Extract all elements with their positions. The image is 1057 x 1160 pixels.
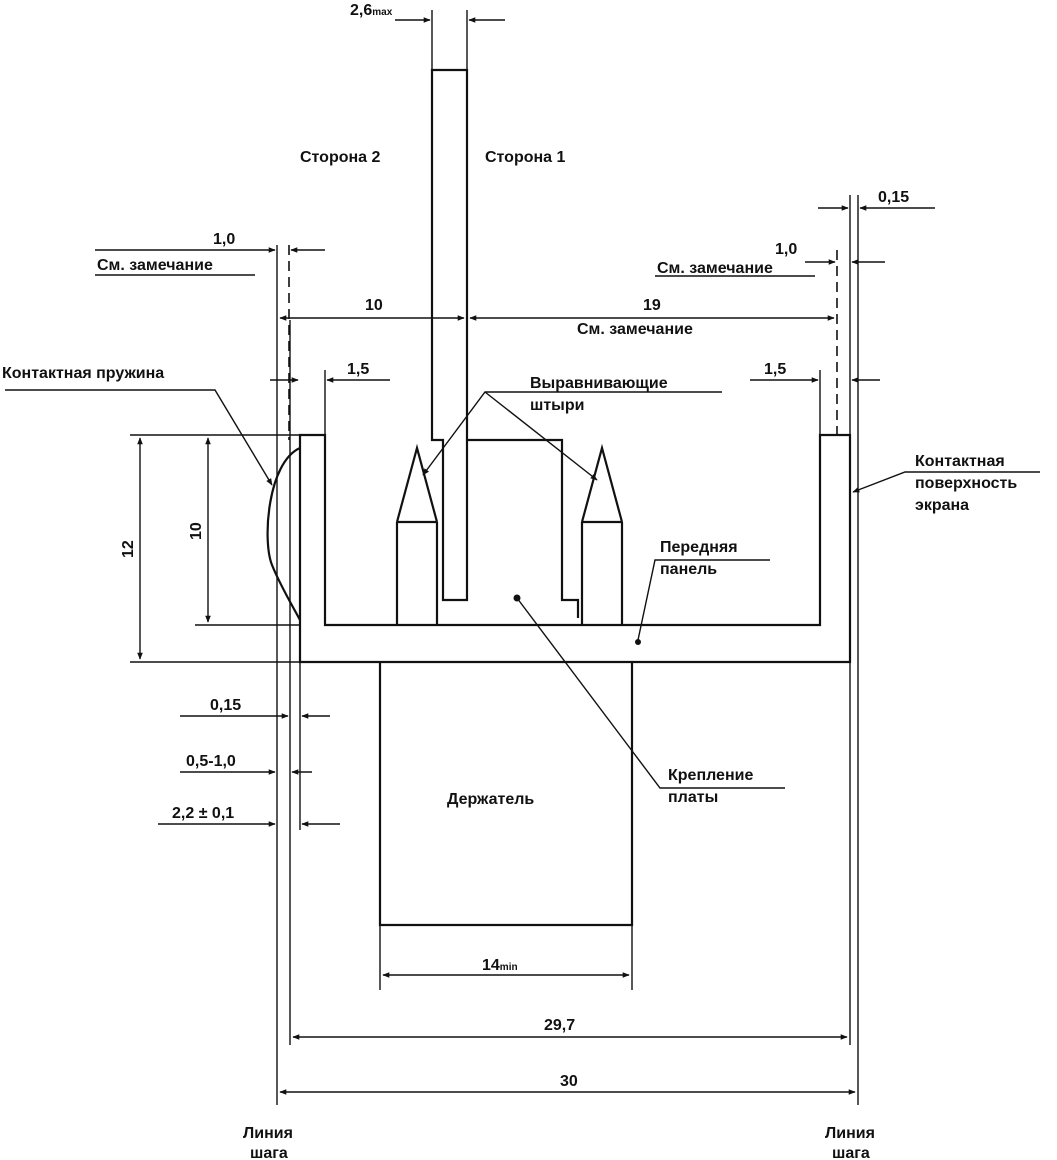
- dim-pitch: 30: [560, 1073, 578, 1090]
- pitch-line-left-label-2: шага: [250, 1145, 288, 1160]
- dim-holder-width: 14min: [482, 957, 518, 974]
- see-note-right: См. замечание: [657, 260, 773, 277]
- contact-surface-label-2: поверхность: [915, 475, 1017, 492]
- board-mount-label-1: Крепление: [668, 767, 753, 784]
- alignment-pins-label-1: Выравнивающие: [530, 375, 668, 392]
- dim-gap-right-top: 0,15: [878, 189, 909, 206]
- board-mount-label-2: платы: [668, 789, 718, 806]
- pitch-line-right-label-2: шага: [832, 1145, 870, 1160]
- alignment-pins-label-2: штыри: [530, 397, 584, 414]
- contact-spring: [266, 446, 301, 621]
- dim-spring-range: 0,5-1,0: [186, 753, 236, 770]
- side-2-label: Сторона 2: [300, 149, 381, 166]
- dim-board-thickness-main: 2,6: [350, 2, 372, 19]
- alignment-pin-left: [395, 443, 439, 625]
- contact-surface-label-1: Контактная: [915, 453, 1005, 470]
- dim-side1-span: 19: [643, 297, 661, 314]
- front-panel-label-2: панель: [660, 561, 717, 578]
- dim-spring-gap: 0,15: [210, 697, 241, 714]
- dim-holder-width-sub: min: [500, 962, 518, 973]
- board-mount-outline: [467, 438, 580, 618]
- see-note-center: См. замечание: [577, 321, 693, 338]
- see-note-left: См. замечание: [97, 257, 213, 274]
- alignment-pin-right: [580, 443, 624, 625]
- dim-height-inner: 10: [188, 522, 205, 540]
- dim-gap-left: 1,0: [213, 231, 235, 248]
- front-panel-outline: [298, 433, 852, 664]
- contact-spring-label: Контактная пружина: [2, 365, 164, 382]
- dim-wall-left: 1,5: [347, 361, 369, 378]
- dim-wall-right: 1,5: [764, 361, 786, 378]
- dim-board-thickness-sub: max: [372, 7, 392, 18]
- side-1-label: Сторона 1: [485, 149, 566, 166]
- pitch-line-left-label-1: Линия: [243, 1125, 293, 1142]
- dim-board-thickness: 2,6max: [350, 2, 393, 19]
- dim-inner-width: 29,7: [544, 1017, 575, 1034]
- pitch-line-right-label-1: Линия: [825, 1125, 875, 1142]
- dim-spring-offset: 2,2 ± 0,1: [172, 805, 234, 822]
- dim-height-outer: 12: [120, 540, 137, 558]
- front-panel-label-1: Передняя: [660, 539, 738, 556]
- dim-gap-right: 1,0: [775, 241, 797, 258]
- holder-label: Держатель: [447, 791, 534, 808]
- contact-surface-label-3: экрана: [915, 497, 969, 514]
- dim-holder-width-main: 14: [482, 957, 500, 974]
- holder-outline: [378, 662, 634, 927]
- dim-side2-span: 10: [365, 297, 383, 314]
